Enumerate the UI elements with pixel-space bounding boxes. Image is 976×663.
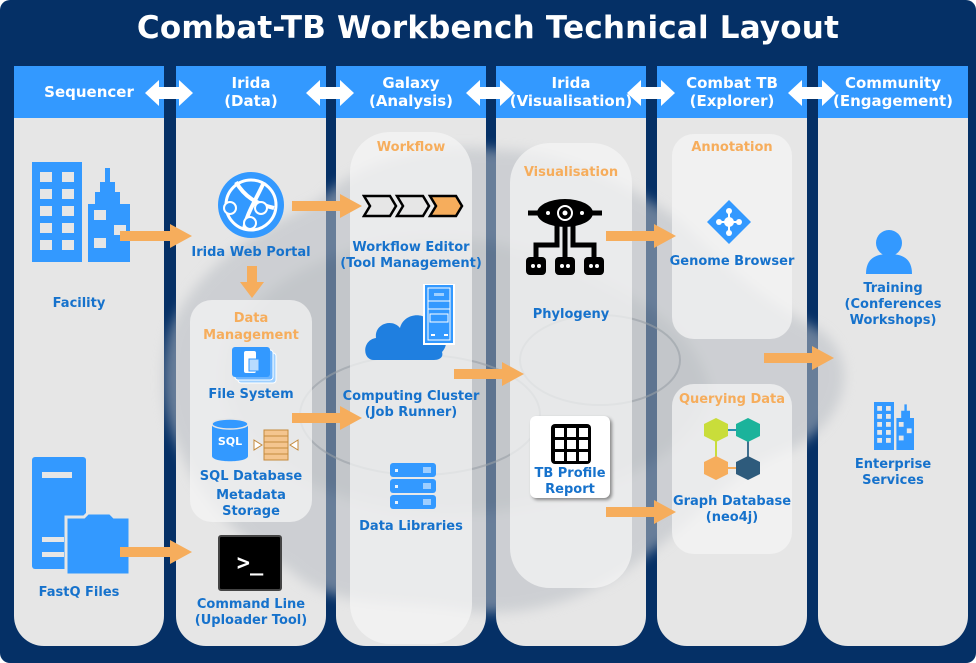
panel-title-querying-data: Querying Data bbox=[678, 392, 786, 407]
graph-database-label: Graph Database (neo4j) bbox=[672, 494, 792, 525]
workflow-editor-label: Workflow Editor (Tool Management) bbox=[340, 240, 482, 271]
hexagon-graph-icon bbox=[704, 418, 760, 480]
double-arrow-icon bbox=[788, 80, 836, 106]
diagram-title: Combat-TB Workbench Technical Layout bbox=[136, 10, 840, 46]
phylogeny-tree-icon bbox=[526, 199, 604, 275]
header-galaxy: Galaxy (Analysis) bbox=[336, 66, 486, 118]
grid-table-icon bbox=[551, 424, 591, 464]
computing-cluster-label: Computing Cluster (Job Runner) bbox=[342, 389, 480, 420]
sql-database-label: SQL Database bbox=[199, 469, 303, 484]
arrow-right-icon bbox=[292, 194, 362, 218]
panel-workflow bbox=[350, 132, 472, 644]
tb-profile-report-label: TB Profile Report bbox=[534, 466, 606, 497]
panel-title-data-management: Data Management bbox=[203, 311, 299, 343]
phylogeny-label: Phylogeny bbox=[532, 307, 610, 322]
data-libraries-label: Data Libraries bbox=[359, 519, 463, 534]
double-arrow-icon bbox=[145, 80, 193, 106]
double-arrow-icon bbox=[306, 80, 354, 106]
metadata-storage-label: Metadata Storage bbox=[216, 488, 286, 519]
training-label: Training (Conferences Workshops) bbox=[844, 281, 942, 328]
arrow-right-icon bbox=[120, 224, 192, 248]
double-arrow-icon bbox=[627, 80, 675, 106]
header-irida-data: Irida (Data) bbox=[176, 66, 326, 118]
person-icon bbox=[866, 230, 912, 274]
genome-browser-label: Genome Browser bbox=[669, 254, 795, 269]
arrow-right-icon bbox=[292, 406, 362, 430]
globe-network-icon bbox=[218, 172, 284, 238]
arrow-right-icon bbox=[764, 346, 834, 370]
arrow-right-icon bbox=[606, 224, 676, 248]
header-sequencer: Sequencer bbox=[14, 66, 164, 118]
cloud-server-icon bbox=[365, 284, 455, 360]
panel-title-annotation: Annotation bbox=[691, 140, 773, 155]
column-community bbox=[818, 66, 968, 646]
arrow-right-icon bbox=[120, 540, 192, 564]
diamond-network-icon bbox=[707, 200, 751, 244]
arrow-right-icon bbox=[606, 500, 676, 524]
command-line-label: Command Line (Uploader Tool) bbox=[194, 597, 308, 628]
enterprise-services-label: Enterprise Services bbox=[854, 457, 932, 488]
arrow-down-icon bbox=[240, 266, 264, 298]
file-stack-icon bbox=[232, 347, 277, 384]
server-folder-icon bbox=[32, 457, 132, 577]
arrow-right-icon bbox=[454, 362, 524, 386]
buildings-icon bbox=[874, 402, 914, 450]
panel-data-management bbox=[190, 300, 312, 522]
server-rack-icon bbox=[390, 463, 436, 509]
panel-title-visualisation: Visualisation bbox=[523, 165, 619, 180]
panel-title-workflow: Workflow bbox=[376, 140, 446, 155]
chevron-steps-icon bbox=[362, 194, 464, 218]
file-system-label: File System bbox=[208, 387, 294, 402]
header-combat-tb: Combat TB (Explorer) bbox=[657, 66, 807, 118]
fastq-files-label: FastQ Files bbox=[38, 585, 120, 600]
header-irida-visualisation: Irida (Visualisation) bbox=[496, 66, 646, 118]
facility-label: Facility bbox=[52, 296, 106, 311]
sql-cylinder-icon: SQL bbox=[212, 418, 248, 462]
header-community: Community (Engagement) bbox=[818, 66, 968, 118]
double-arrow-icon bbox=[466, 80, 514, 106]
buildings-icon bbox=[32, 162, 130, 262]
metadata-list-icon bbox=[253, 429, 299, 461]
sql-icon-text: SQL bbox=[218, 435, 242, 448]
terminal-icon: >_ bbox=[218, 535, 282, 591]
irida-web-portal-label: Irida Web Portal bbox=[191, 245, 311, 260]
